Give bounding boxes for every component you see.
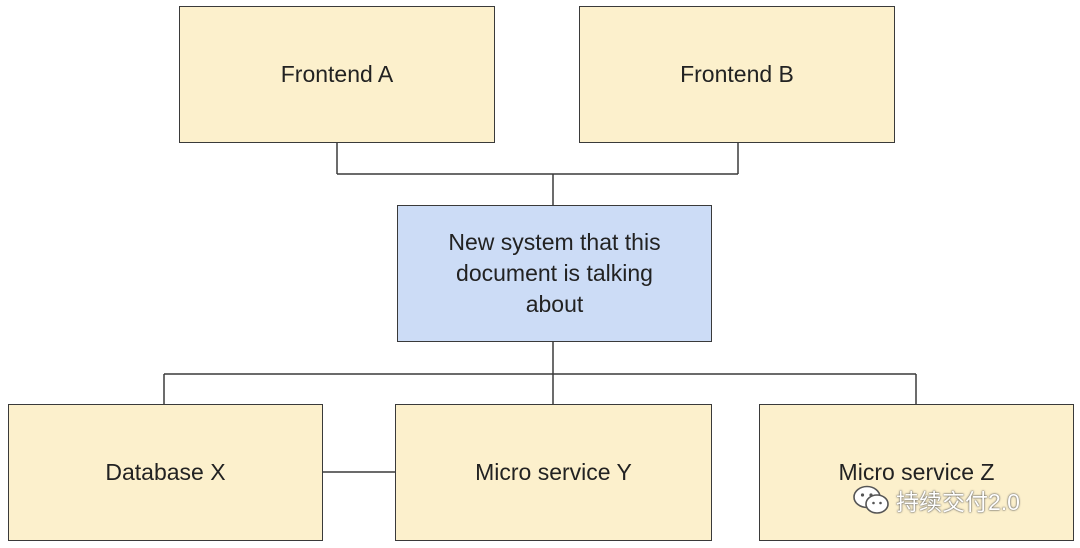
node-micro-service-y-label: Micro service Y bbox=[475, 459, 632, 485]
node-micro-service-z: Micro service Z bbox=[759, 404, 1074, 541]
node-database-x-label: Database X bbox=[105, 459, 226, 485]
node-frontend-b-label: Frontend B bbox=[680, 61, 794, 87]
node-database-x: Database X bbox=[8, 404, 323, 541]
watermark-text: 持续交付2.0 bbox=[896, 489, 1020, 515]
wechat-icon bbox=[853, 485, 889, 514]
node-frontend-a: Frontend A bbox=[179, 6, 495, 143]
node-new-system: New system that this document is talking… bbox=[397, 205, 712, 342]
node-frontend-b: Frontend B bbox=[579, 6, 895, 143]
node-micro-service-z-label: Micro service Z bbox=[838, 459, 995, 485]
watermark: 持续交付2.0 bbox=[852, 483, 1020, 517]
node-new-system-label: New system that this document is talking… bbox=[448, 229, 661, 317]
node-frontend-a-label: Frontend A bbox=[280, 61, 394, 87]
node-micro-service-y: Micro service Y bbox=[395, 404, 712, 541]
